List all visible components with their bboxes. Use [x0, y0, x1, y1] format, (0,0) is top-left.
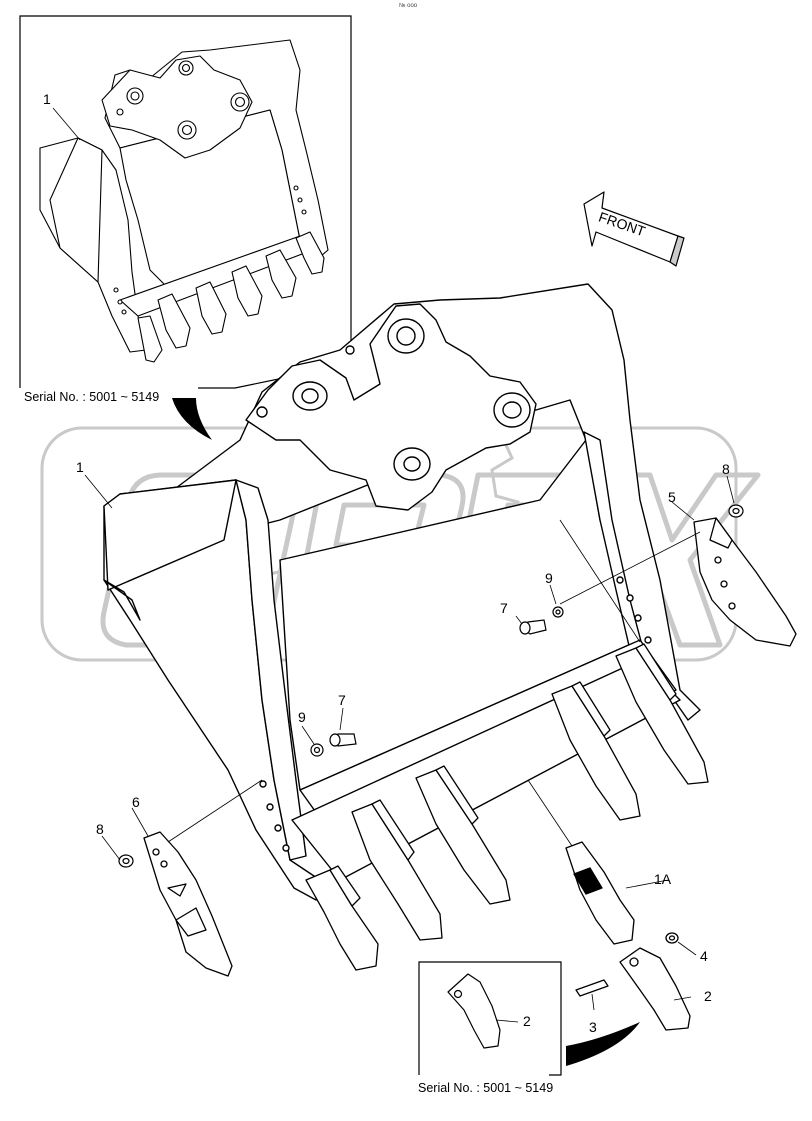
- tooth-4: [551, 681, 641, 821]
- inset-tooth-point: [447, 973, 501, 1049]
- inset-frame-top: [19, 15, 352, 389]
- inset-teeth: [137, 231, 325, 363]
- callout-inset-bucket: 1: [43, 91, 51, 107]
- callout-tooth-adapter: 1A: [654, 871, 672, 887]
- callout-side-cutter-right: 5: [668, 489, 676, 505]
- inset-bucket: [39, 39, 329, 363]
- nut-right: [728, 504, 744, 518]
- callout-tooth-point: 2: [704, 988, 712, 1004]
- callout-nut-left: 8: [96, 821, 104, 837]
- front-arrow-icon: [583, 191, 685, 267]
- header-mark: № ooo: [399, 3, 418, 9]
- tooth-1: [305, 865, 379, 971]
- callout-bolt-upper: 7: [500, 600, 508, 616]
- nut-left: [118, 854, 134, 868]
- callout-nut-right: 8: [722, 461, 730, 477]
- callout-washer-lower: 9: [298, 709, 306, 725]
- callout-side-cutter-left: 6: [132, 794, 140, 810]
- callout-washer-upper: 9: [545, 570, 553, 586]
- leader-lines: [84, 474, 735, 1023]
- serial-range-top: Serial No. : 5001 ~ 5149: [24, 390, 160, 404]
- bolt-upper: [519, 619, 547, 635]
- serial-range-bottom: Serial No. : 5001 ~ 5149: [418, 1081, 554, 1095]
- tooth-adapter: [565, 841, 635, 945]
- curved-arrow-bottom-icon: [566, 1022, 640, 1066]
- tooth-point-exploded: [575, 932, 691, 1031]
- tooth-2: [351, 799, 443, 941]
- washer-upper: [552, 606, 564, 618]
- tooth-3: [415, 765, 511, 905]
- callout-pin: 3: [589, 1019, 597, 1035]
- inset-leaders: [52, 107, 81, 141]
- fasteners: [118, 504, 744, 868]
- bolt-lower: [329, 733, 357, 747]
- side-cutter-right: [693, 517, 797, 647]
- callout-lock: 4: [700, 948, 708, 964]
- inset-frame-bottom: [418, 961, 562, 1076]
- callout-bucket: 1: [76, 459, 84, 475]
- tooth-5: [615, 643, 709, 785]
- callout-tooth-point-inset: 2: [523, 1013, 531, 1029]
- callout-bolt-lower: 7: [338, 692, 346, 708]
- side-cutter-left: [143, 831, 233, 977]
- washer-lower: [310, 743, 324, 757]
- bucket-teeth: [305, 643, 709, 971]
- curved-arrow-top-icon: [172, 398, 212, 440]
